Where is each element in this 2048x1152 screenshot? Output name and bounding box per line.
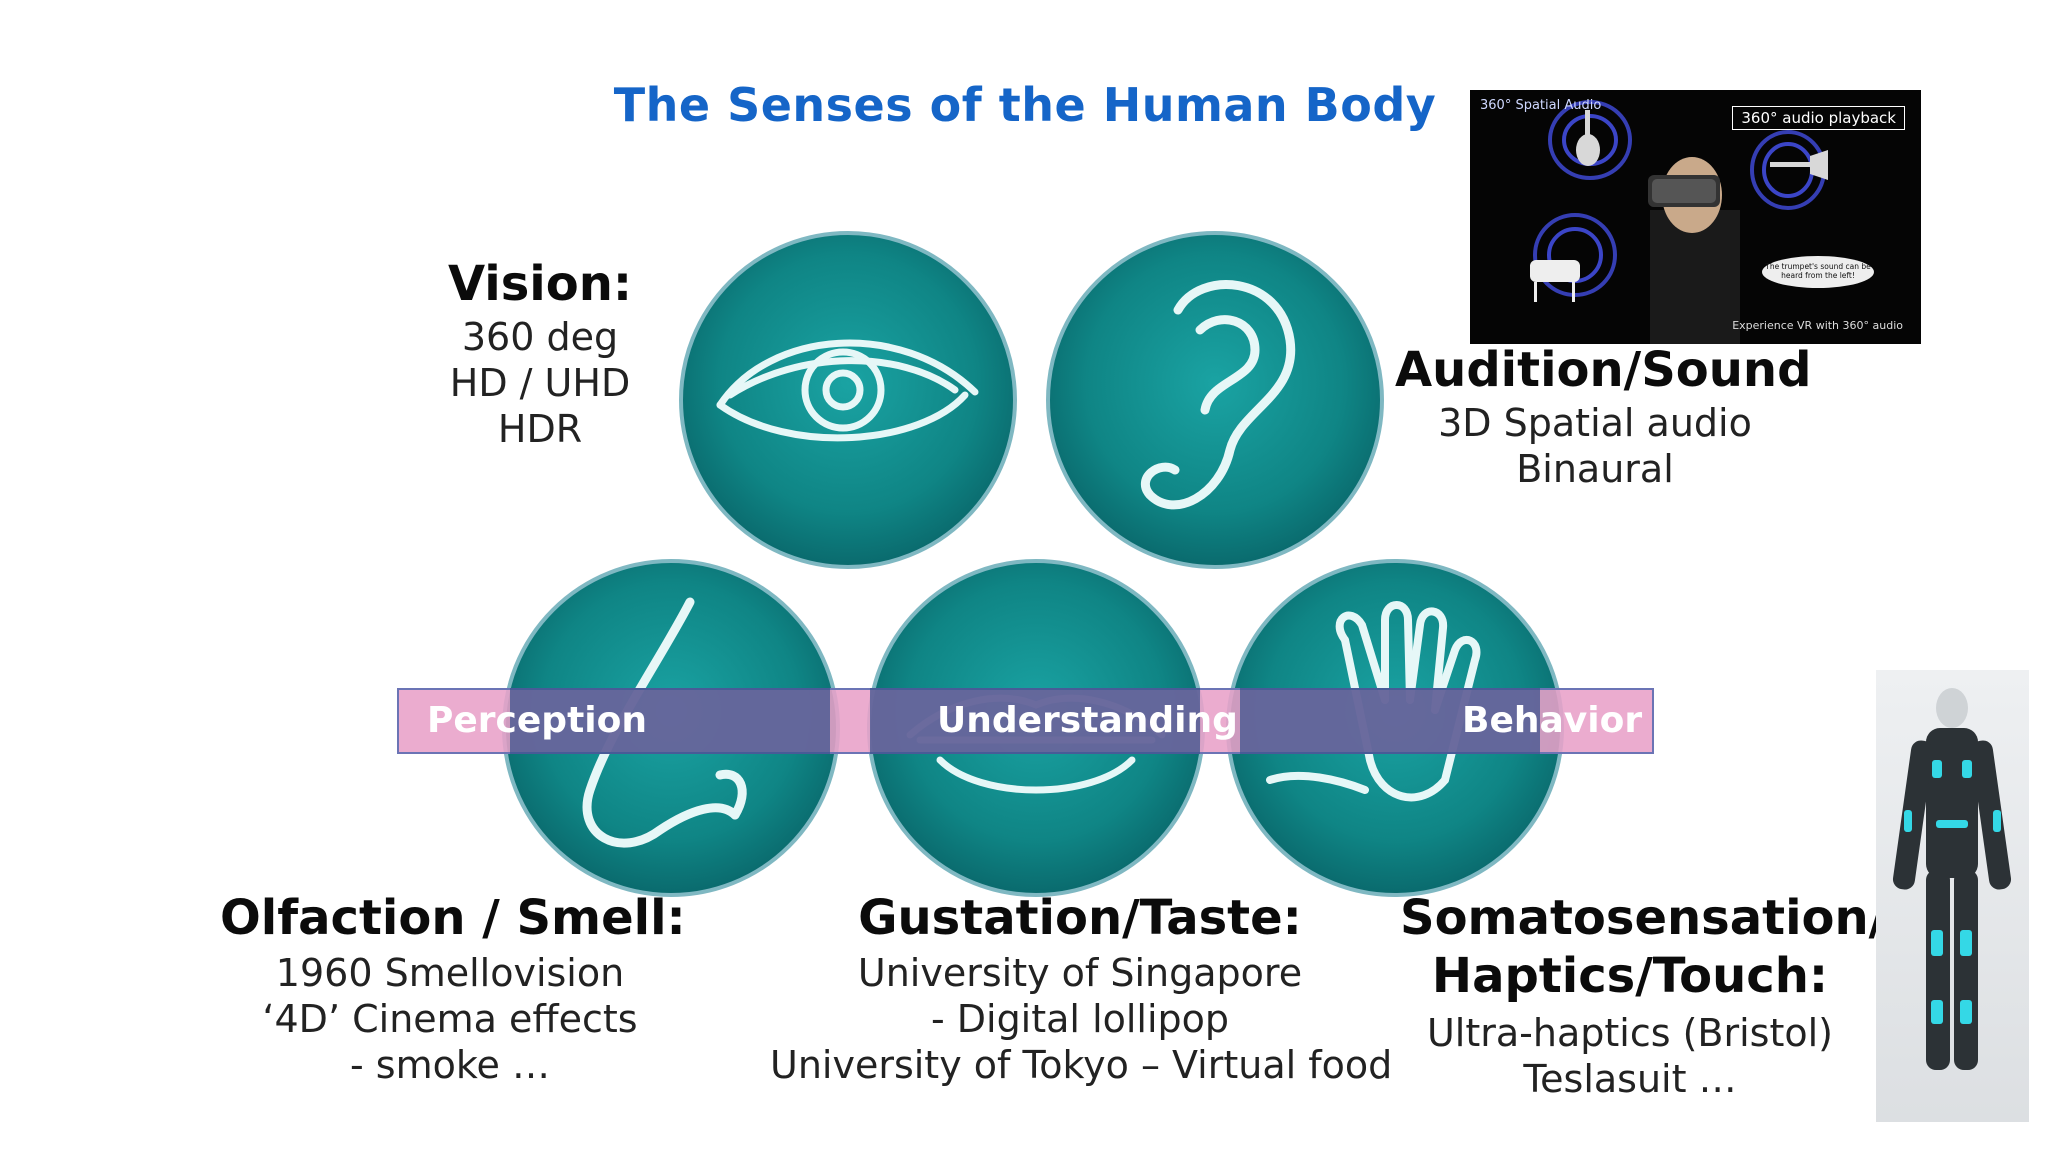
somatosensation-description: Ultra-haptics (Bristol) Teslasuit … — [1400, 1010, 1860, 1102]
vision-heading: Vision: — [447, 256, 633, 312]
band-label-understanding: Understanding — [937, 700, 1238, 741]
olfaction-heading: Olfaction / Smell: — [220, 890, 686, 946]
ear-icon — [1140, 280, 1296, 510]
page-title: The Senses of the Human Body — [613, 78, 1437, 132]
haptic-suit-illustration — [1892, 688, 2012, 1070]
gustation-line: University of Tokyo – Virtual food — [770, 1043, 1393, 1087]
vision-line: HD / UHD — [449, 361, 631, 405]
vision-line: HDR — [497, 407, 583, 451]
audition-circle — [1046, 231, 1384, 569]
olfaction-line: - smoke … — [350, 1043, 550, 1087]
vr-user-icon — [1648, 157, 1740, 344]
vision-description: 360 deg HD / UHD HDR — [400, 314, 680, 452]
olfaction-line: ‘4D’ Cinema effects — [262, 997, 638, 1041]
trumpet-icon — [1770, 150, 1828, 180]
audition-line: 3D Spatial audio — [1438, 401, 1752, 445]
vr-image-badge: 360° audio playback — [1732, 106, 1905, 130]
eye-icon — [716, 339, 979, 442]
vr-image-caption: Experience VR with 360° audio — [1732, 319, 1903, 332]
haptic-suit-image — [1876, 670, 2029, 1122]
audition-description: 3D Spatial audio Binaural — [1395, 400, 1795, 492]
gustation-heading: Gustation/Taste: — [858, 890, 1302, 946]
somatosensation-heading-line: Somatosensation/ — [1400, 890, 1887, 946]
vr-image-label: 360° Spatial Audio — [1480, 98, 1602, 113]
somatosensation-heading: Somatosensation/ Haptics/Touch: — [1400, 890, 1887, 1005]
audition-heading: Audition/Sound — [1395, 342, 1812, 398]
gustation-line: - Digital lollipop — [930, 997, 1230, 1041]
band-overlay-center — [870, 688, 1200, 754]
somatosensation-line: Ultra-haptics (Bristol) — [1426, 1011, 1833, 1055]
vr-speech-bubble: The trumpet's sound can be heard from th… — [1762, 256, 1874, 288]
violin-icon — [1576, 110, 1600, 166]
somatosensation-heading-line: Haptics/Touch: — [1431, 947, 1829, 1004]
vr-spatial-audio-image: 360° Spatial Audio 360° audio playback T… — [1470, 90, 1921, 344]
band-label-behavior: Behavior — [1462, 700, 1643, 741]
vision-line: 360 deg — [461, 315, 619, 359]
nose-icon — [582, 597, 747, 848]
somatosensation-line: Teslasuit … — [1523, 1057, 1737, 1101]
olfaction-line: 1960 Smellovision — [275, 951, 625, 995]
gustation-line: University of Singapore — [857, 951, 1303, 995]
band-overlay-left — [510, 688, 830, 754]
hand-icon — [1266, 601, 1481, 802]
gustation-description: University of Singapore - Digital lollip… — [770, 950, 1393, 1088]
audition-line: Binaural — [1516, 447, 1674, 491]
vr-scene-illustration — [1530, 100, 1828, 344]
band-overlay-right — [1240, 688, 1540, 754]
vision-circle — [679, 231, 1017, 569]
olfaction-description: 1960 Smellovision ‘4D’ Cinema effects - … — [220, 950, 680, 1088]
piano-icon — [1530, 260, 1580, 302]
band-label-perception: Perception — [427, 700, 647, 741]
